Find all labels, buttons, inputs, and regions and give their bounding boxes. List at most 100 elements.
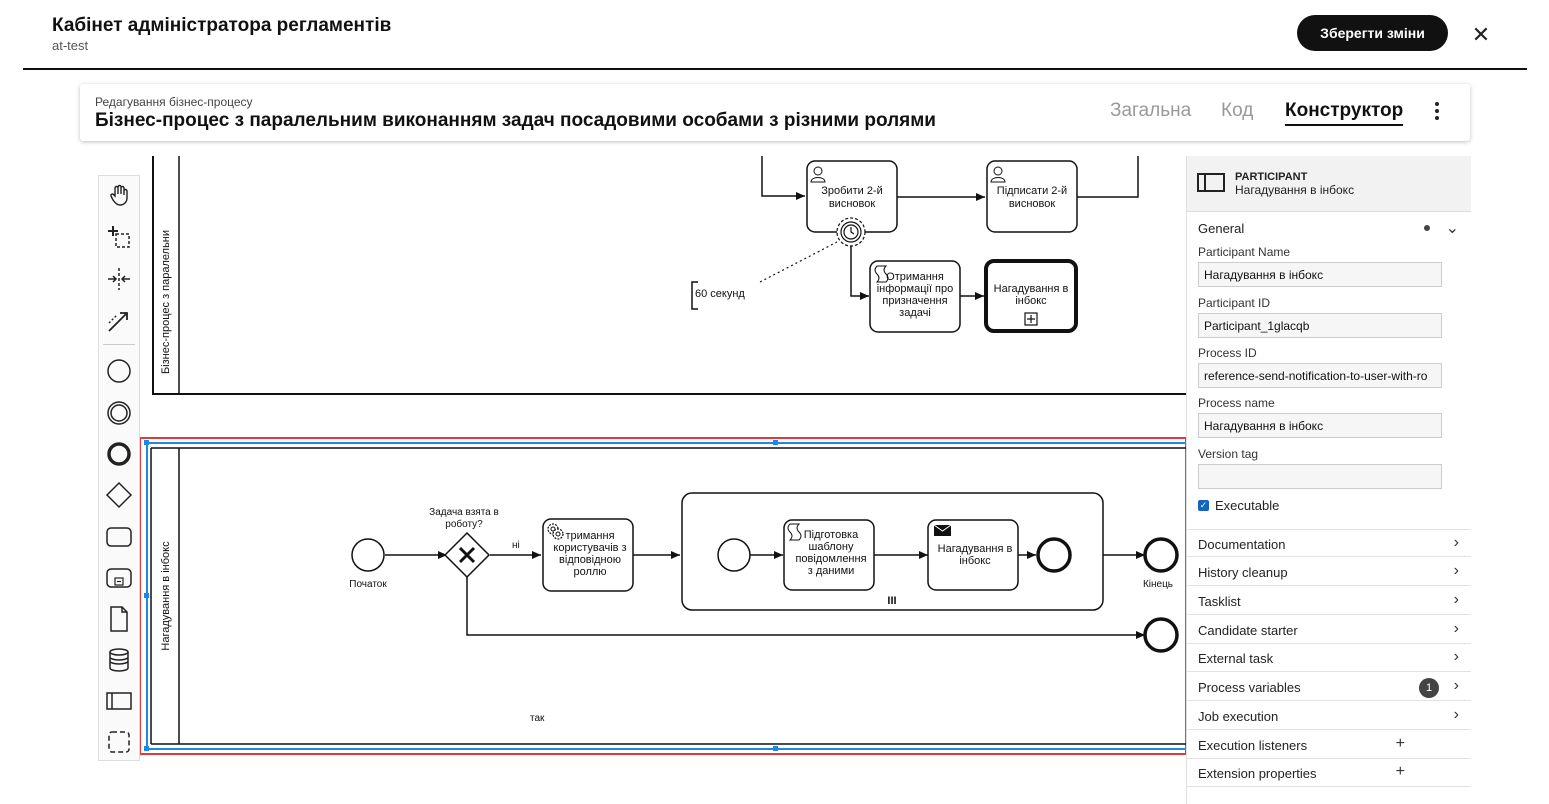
start-event[interactable] [351, 538, 385, 572]
hand-tool-icon[interactable] [99, 178, 139, 212]
palette-divider [103, 344, 135, 345]
chevron-right-icon[interactable]: › [1453, 706, 1459, 723]
user-icon [990, 166, 1006, 183]
task-label: тримання [565, 530, 614, 542]
lasso-tool-icon[interactable] [99, 220, 139, 254]
version-tag-input[interactable] [1198, 464, 1442, 489]
task-label: користувачів з [553, 542, 626, 554]
tab-constructor[interactable]: Конструктор [1285, 100, 1404, 126]
sequence-flow[interactable] [466, 576, 1145, 639]
resize-handle[interactable] [144, 593, 149, 598]
task-label: призначення [882, 295, 947, 307]
subprocess-end-event[interactable] [1036, 537, 1072, 573]
upper-pool-label: Бізнес-процес з паралельни [160, 230, 172, 374]
group-external-task[interactable]: External task › [1187, 644, 1471, 672]
group-label: Documentation [1198, 537, 1286, 552]
clock-icon [843, 224, 859, 240]
script-icon [787, 523, 802, 541]
group-tasklist[interactable]: Tasklist › [1187, 587, 1471, 615]
participant-name-input[interactable] [1198, 262, 1442, 287]
user-task-sign[interactable]: Підписати 2-й висновок [986, 160, 1078, 233]
space-tool-icon[interactable] [99, 262, 139, 296]
script-task-receive-info[interactable]: Отримання інформації про призначення зад… [869, 260, 961, 333]
tab-general[interactable]: Загальна [1110, 100, 1192, 121]
participant-icon [1197, 173, 1225, 192]
process-id-input[interactable] [1198, 363, 1442, 388]
participant-icon[interactable] [99, 684, 139, 718]
call-activity-inbox[interactable]: Нагадування в інбокс [984, 259, 1078, 333]
chevron-right-icon[interactable]: › [1453, 591, 1459, 608]
tab-code[interactable]: Код [1221, 100, 1254, 121]
group-label: Process variables [1198, 680, 1301, 695]
chevron-right-icon[interactable]: › [1453, 648, 1459, 665]
association [759, 241, 838, 283]
count-badge: 1 [1419, 678, 1439, 698]
tool-palette [98, 175, 140, 761]
bpmn-canvas[interactable]: Бізнес-процес з паралельни Зробити 2-й в… [140, 156, 1186, 766]
save-button[interactable]: Зберегти зміни [1297, 15, 1448, 51]
user-icon [810, 166, 826, 183]
gateway-icon[interactable] [99, 478, 139, 512]
start-event-icon[interactable] [99, 354, 139, 388]
task-label: Підписати 2-й [997, 185, 1067, 197]
group-process-variables[interactable]: Process variables 1 › [1187, 673, 1471, 701]
global-connect-icon[interactable] [99, 304, 139, 338]
chevron-right-icon[interactable]: › [1453, 677, 1459, 694]
group-general[interactable]: General ⌄ [1187, 214, 1471, 242]
sequence-flow[interactable] [1077, 156, 1139, 198]
add-icon[interactable]: + [1395, 735, 1405, 752]
task-label: Підготовка [804, 529, 859, 541]
data-object-icon[interactable] [99, 602, 139, 636]
sequence-flow[interactable] [850, 246, 869, 300]
script-task-prepare-template[interactable]: Підготовка шаблону повідомлення з даними [783, 519, 875, 591]
end-event-icon[interactable] [99, 437, 139, 471]
chevron-down-icon[interactable]: ⌄ [1445, 220, 1459, 237]
flow-label-no: ні [512, 540, 520, 551]
group-documentation[interactable]: Documentation › [1187, 529, 1471, 557]
group-job-execution[interactable]: Job execution › [1187, 702, 1471, 730]
service-task-get-users[interactable]: тримання користувачів з відповідною ролл… [542, 518, 634, 592]
group-icon[interactable] [99, 725, 139, 759]
resize-handle[interactable] [144, 746, 149, 751]
task-label: відповідною [559, 554, 621, 566]
timer-annotation: 60 секунд [695, 288, 745, 300]
upper-pool[interactable]: Бізнес-процес з паралельни [152, 156, 1186, 395]
sequence-flow[interactable] [761, 156, 805, 200]
intermediate-event-icon[interactable] [99, 396, 139, 430]
executable-checkbox[interactable]: ✓ [1198, 499, 1209, 511]
start-event-label: Початок [349, 579, 387, 590]
task-icon[interactable] [99, 520, 139, 554]
send-task-notify[interactable]: Нагадування в інбокс [927, 519, 1019, 591]
data-store-icon[interactable] [99, 643, 139, 677]
timer-boundary-event[interactable] [836, 217, 866, 247]
task-label: з даними [808, 565, 855, 577]
chevron-right-icon[interactable]: › [1453, 562, 1459, 579]
end-event-alt[interactable] [1143, 617, 1179, 653]
end-event[interactable] [1143, 537, 1179, 573]
group-extension-properties[interactable]: Extension properties + [1187, 759, 1471, 787]
task-label: задачі [899, 307, 931, 319]
more-options-icon[interactable] [1430, 99, 1444, 125]
task-label: роллю [573, 566, 606, 578]
subprocess-start-event[interactable] [717, 538, 751, 572]
lower-pool-selected[interactable]: Нагадування в інбокс [140, 437, 1186, 755]
resize-handle[interactable] [773, 440, 778, 445]
task-label: інформації про [877, 283, 954, 295]
group-label: General [1198, 221, 1245, 236]
chevron-right-icon[interactable]: › [1453, 534, 1459, 551]
group-history-cleanup[interactable]: History cleanup › [1187, 558, 1471, 586]
subprocess-icon[interactable] [99, 561, 139, 595]
chevron-right-icon[interactable]: › [1453, 620, 1459, 637]
exclusive-gateway[interactable] [443, 531, 491, 579]
group-execution-listeners[interactable]: Execution listeners + [1187, 731, 1471, 759]
executable-checkbox-row[interactable]: ✓ Executable [1198, 497, 1279, 513]
participant-id-input[interactable] [1198, 313, 1442, 338]
add-icon[interactable]: + [1395, 763, 1405, 780]
resize-handle[interactable] [773, 746, 778, 751]
close-icon[interactable]: ✕ [1471, 22, 1491, 47]
app-subtitle: at-test [52, 38, 89, 53]
resize-handle[interactable] [144, 440, 149, 445]
group-candidate-starter[interactable]: Candidate starter › [1187, 616, 1471, 644]
gateway-x-icon [458, 546, 476, 564]
process-name-input[interactable] [1198, 413, 1442, 438]
